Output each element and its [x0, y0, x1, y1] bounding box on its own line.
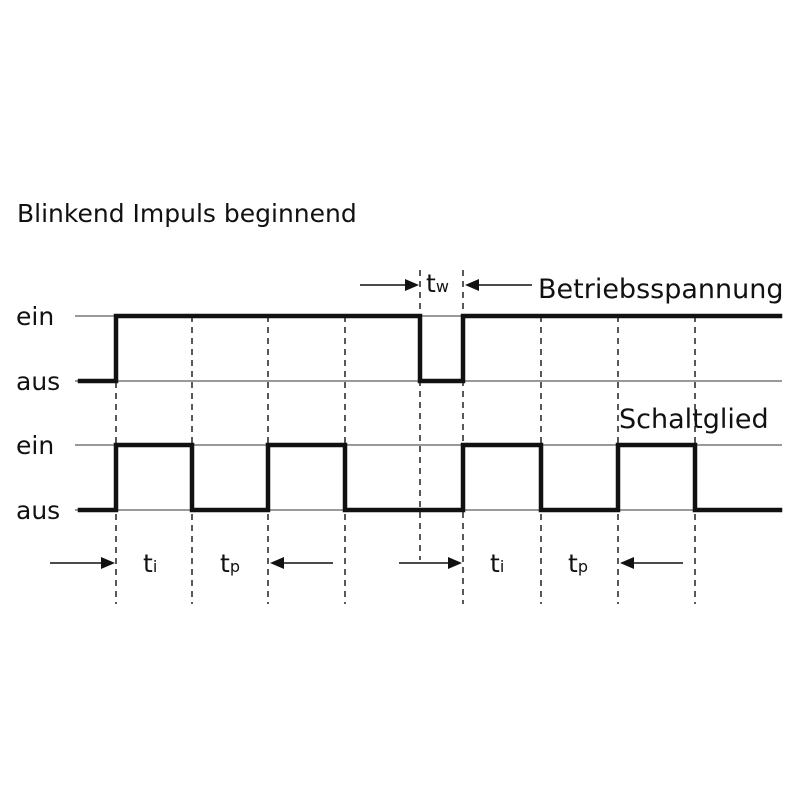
t-i-second-label: ti [490, 549, 504, 578]
t-p-first-label: tp [220, 549, 240, 578]
t-i-second-arrowhead [448, 557, 462, 569]
upper-off-label: aus [16, 367, 60, 396]
supply-voltage-waveform [77, 313, 783, 384]
t-i-first-arrowhead [101, 557, 115, 569]
t-p-second-arrowhead [620, 557, 634, 569]
t-p-second-label: tp [568, 549, 588, 578]
lower-off-label: aus [16, 496, 60, 525]
t-p-first-arrowhead [270, 557, 284, 569]
lower-on-label: ein [16, 431, 54, 460]
diagram-title: Blinkend Impuls beginnend [17, 199, 357, 228]
t-i-first-label: ti [143, 549, 157, 578]
output-label: Schaltglied [619, 404, 769, 435]
output-waveform [77, 442, 783, 513]
t-w-left-arrowhead [405, 279, 419, 291]
t-w-right-arrowhead [465, 279, 479, 291]
t-w-label: tw [426, 269, 449, 298]
upper-on-label: ein [16, 302, 54, 331]
supply-voltage-label: Betriebsspannung [538, 274, 783, 305]
